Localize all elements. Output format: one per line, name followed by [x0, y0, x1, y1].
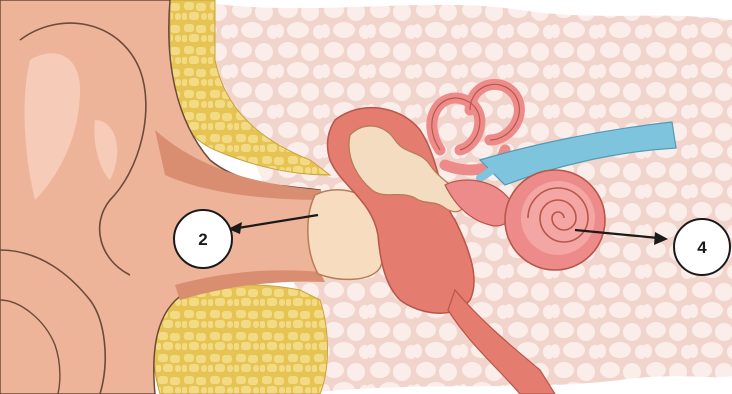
cochlea — [505, 170, 605, 270]
callout-4-label: 4 — [697, 238, 707, 257]
lower-temporal-bone — [153, 285, 327, 394]
callout-4: 4 — [674, 219, 730, 275]
callout-2-label: 2 — [198, 230, 207, 249]
callout-2: 2 — [174, 210, 232, 268]
